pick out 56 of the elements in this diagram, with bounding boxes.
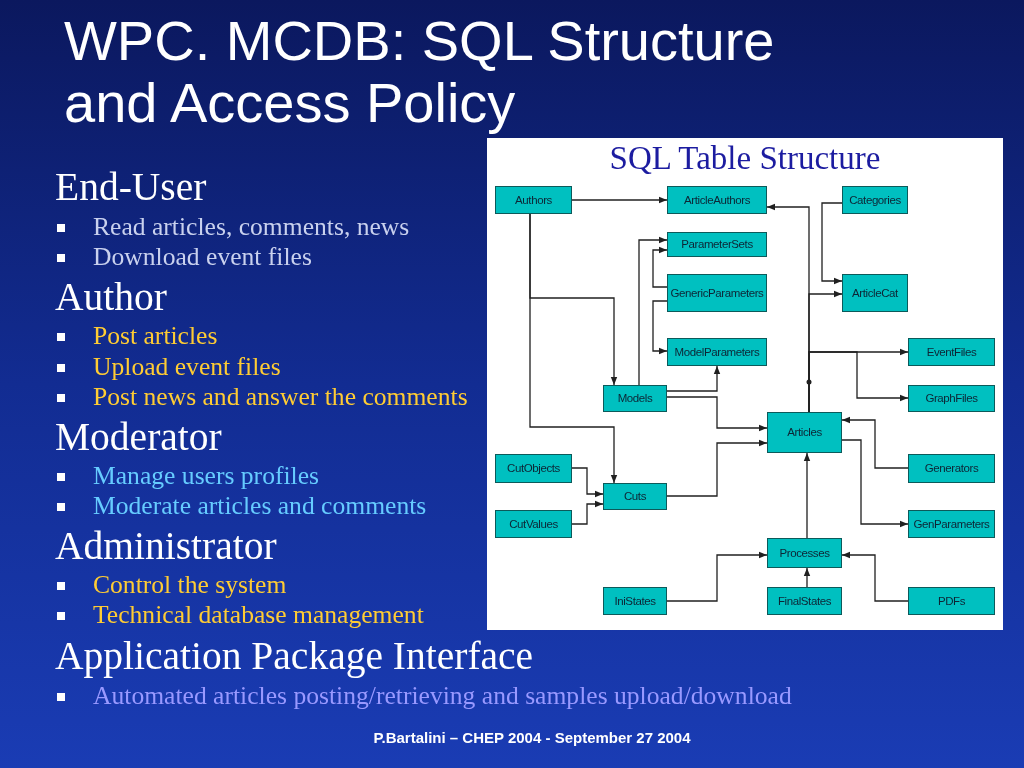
- table-node: EventFiles: [908, 338, 995, 366]
- table-node: GenericParameters: [667, 274, 767, 312]
- diagram-panel: [487, 138, 1003, 630]
- table-node: Categories: [842, 186, 908, 214]
- connector-arrow: [529, 213, 618, 484]
- list-item-text: Download event files: [93, 242, 312, 272]
- connector-arrow: [638, 236, 668, 386]
- section-heading: Application Package Interface: [55, 634, 534, 678]
- list-item-text: Moderate articles and comments: [93, 491, 427, 521]
- connector-arrow: [666, 439, 768, 497]
- table-node: GraphFiles: [908, 385, 995, 412]
- table-node: Generators: [908, 454, 995, 483]
- section-heading: Administrator: [55, 524, 277, 568]
- section-heading: End-User: [55, 165, 207, 209]
- connector-arrow: [841, 416, 909, 469]
- panel-heading: SQL Table Structure: [609, 140, 881, 176]
- table-node: Models: [603, 385, 667, 412]
- connector-arrow: [666, 551, 768, 602]
- section-heading: Author: [55, 275, 167, 319]
- connector-arrow: [571, 500, 604, 525]
- connector-arrow: [821, 202, 843, 285]
- list-item-text: Post articles: [93, 321, 218, 351]
- slide-title: WPC. MCDB: SQL Structure and Access Policy: [64, 10, 776, 134]
- list-item-text: Technical database management: [93, 600, 424, 630]
- list-item-text: Read articles, comments, news: [93, 212, 410, 242]
- table-node: ArticleAuthors: [667, 186, 767, 214]
- table-node: CutValues: [495, 510, 572, 538]
- connector-arrow: [803, 567, 811, 588]
- connector-arrow: [571, 467, 604, 498]
- table-node: ModelParameters: [667, 338, 767, 366]
- table-node: PDFs: [908, 587, 995, 615]
- list-item-text: Control the system: [93, 570, 287, 600]
- connector-arrow: [571, 196, 668, 204]
- table-node: CutObjects: [495, 454, 572, 483]
- table-node: Processes: [767, 538, 842, 568]
- footer-text: P.Bartalini – CHEP 2004 - September 27 2004: [373, 729, 691, 747]
- list-item-text: Upload event files: [93, 352, 281, 382]
- connector-arrow: [652, 246, 668, 288]
- list-item-text: Manage users profiles: [93, 461, 319, 491]
- table-node: ArticleCat: [842, 274, 908, 312]
- connector-arrow: [666, 365, 721, 392]
- section-heading: Moderator: [55, 415, 222, 459]
- table-node: Authors: [495, 186, 572, 214]
- table-node: IniStates: [603, 587, 667, 615]
- connector-arrow: [652, 300, 668, 355]
- list-item-text: Automated articles posting/retrieving and samples upload/download: [93, 681, 792, 711]
- table-node: Cuts: [603, 483, 667, 510]
- table-node: ParameterSets: [667, 232, 767, 257]
- connector-arrow: [666, 396, 768, 432]
- connector-arrow: [841, 439, 909, 528]
- table-node: Articles: [767, 412, 842, 453]
- connector-arrow: [841, 551, 909, 602]
- table-node: FinalStates: [767, 587, 842, 615]
- table-node: GenParameters: [908, 510, 995, 538]
- connector-arrow: [803, 452, 811, 539]
- list-item-text: Post news and answer the comments: [93, 382, 468, 412]
